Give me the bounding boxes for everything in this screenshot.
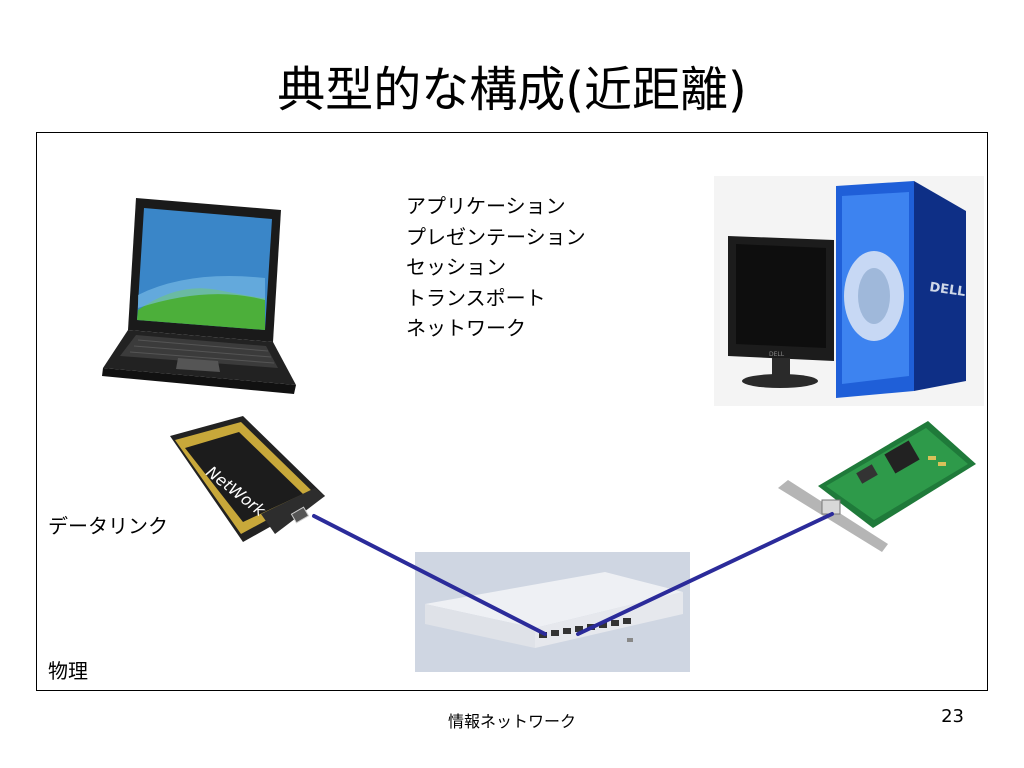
data-link-label: データリンク — [48, 514, 168, 538]
desktop-pc-icon: DELL DELL — [714, 176, 984, 406]
pci-nic-icon — [778, 421, 976, 552]
layer-network: ネットワーク — [406, 316, 526, 340]
monitor-brand: DELL — [769, 351, 785, 358]
network-switch-icon — [415, 552, 690, 672]
cable-pc-card-to-switch — [312, 514, 547, 636]
pc-card-nic-icon: NetWork — [170, 416, 325, 542]
data-link-frame — [36, 408, 988, 546]
page-number: 23 — [941, 706, 964, 727]
cable-pci-nic-to-switch — [576, 512, 834, 636]
physical-label: 物理 — [48, 659, 88, 683]
layer-presentation: プレゼンテーション — [406, 224, 586, 249]
layer-application: アプリケーション — [406, 194, 566, 218]
footer-title: 情報ネットワーク — [447, 712, 576, 731]
layer-transport: トランスポート — [406, 285, 546, 310]
layer-session: セッション — [406, 255, 506, 279]
svg-text:DELL: DELL — [928, 280, 966, 300]
upper-layers-list: アプリケーション プレゼンテーション セッション トランスポート ネットワーク — [406, 191, 586, 344]
slide-title: 典型的な構成(近距離) — [277, 62, 747, 118]
laptop-icon — [102, 198, 296, 394]
